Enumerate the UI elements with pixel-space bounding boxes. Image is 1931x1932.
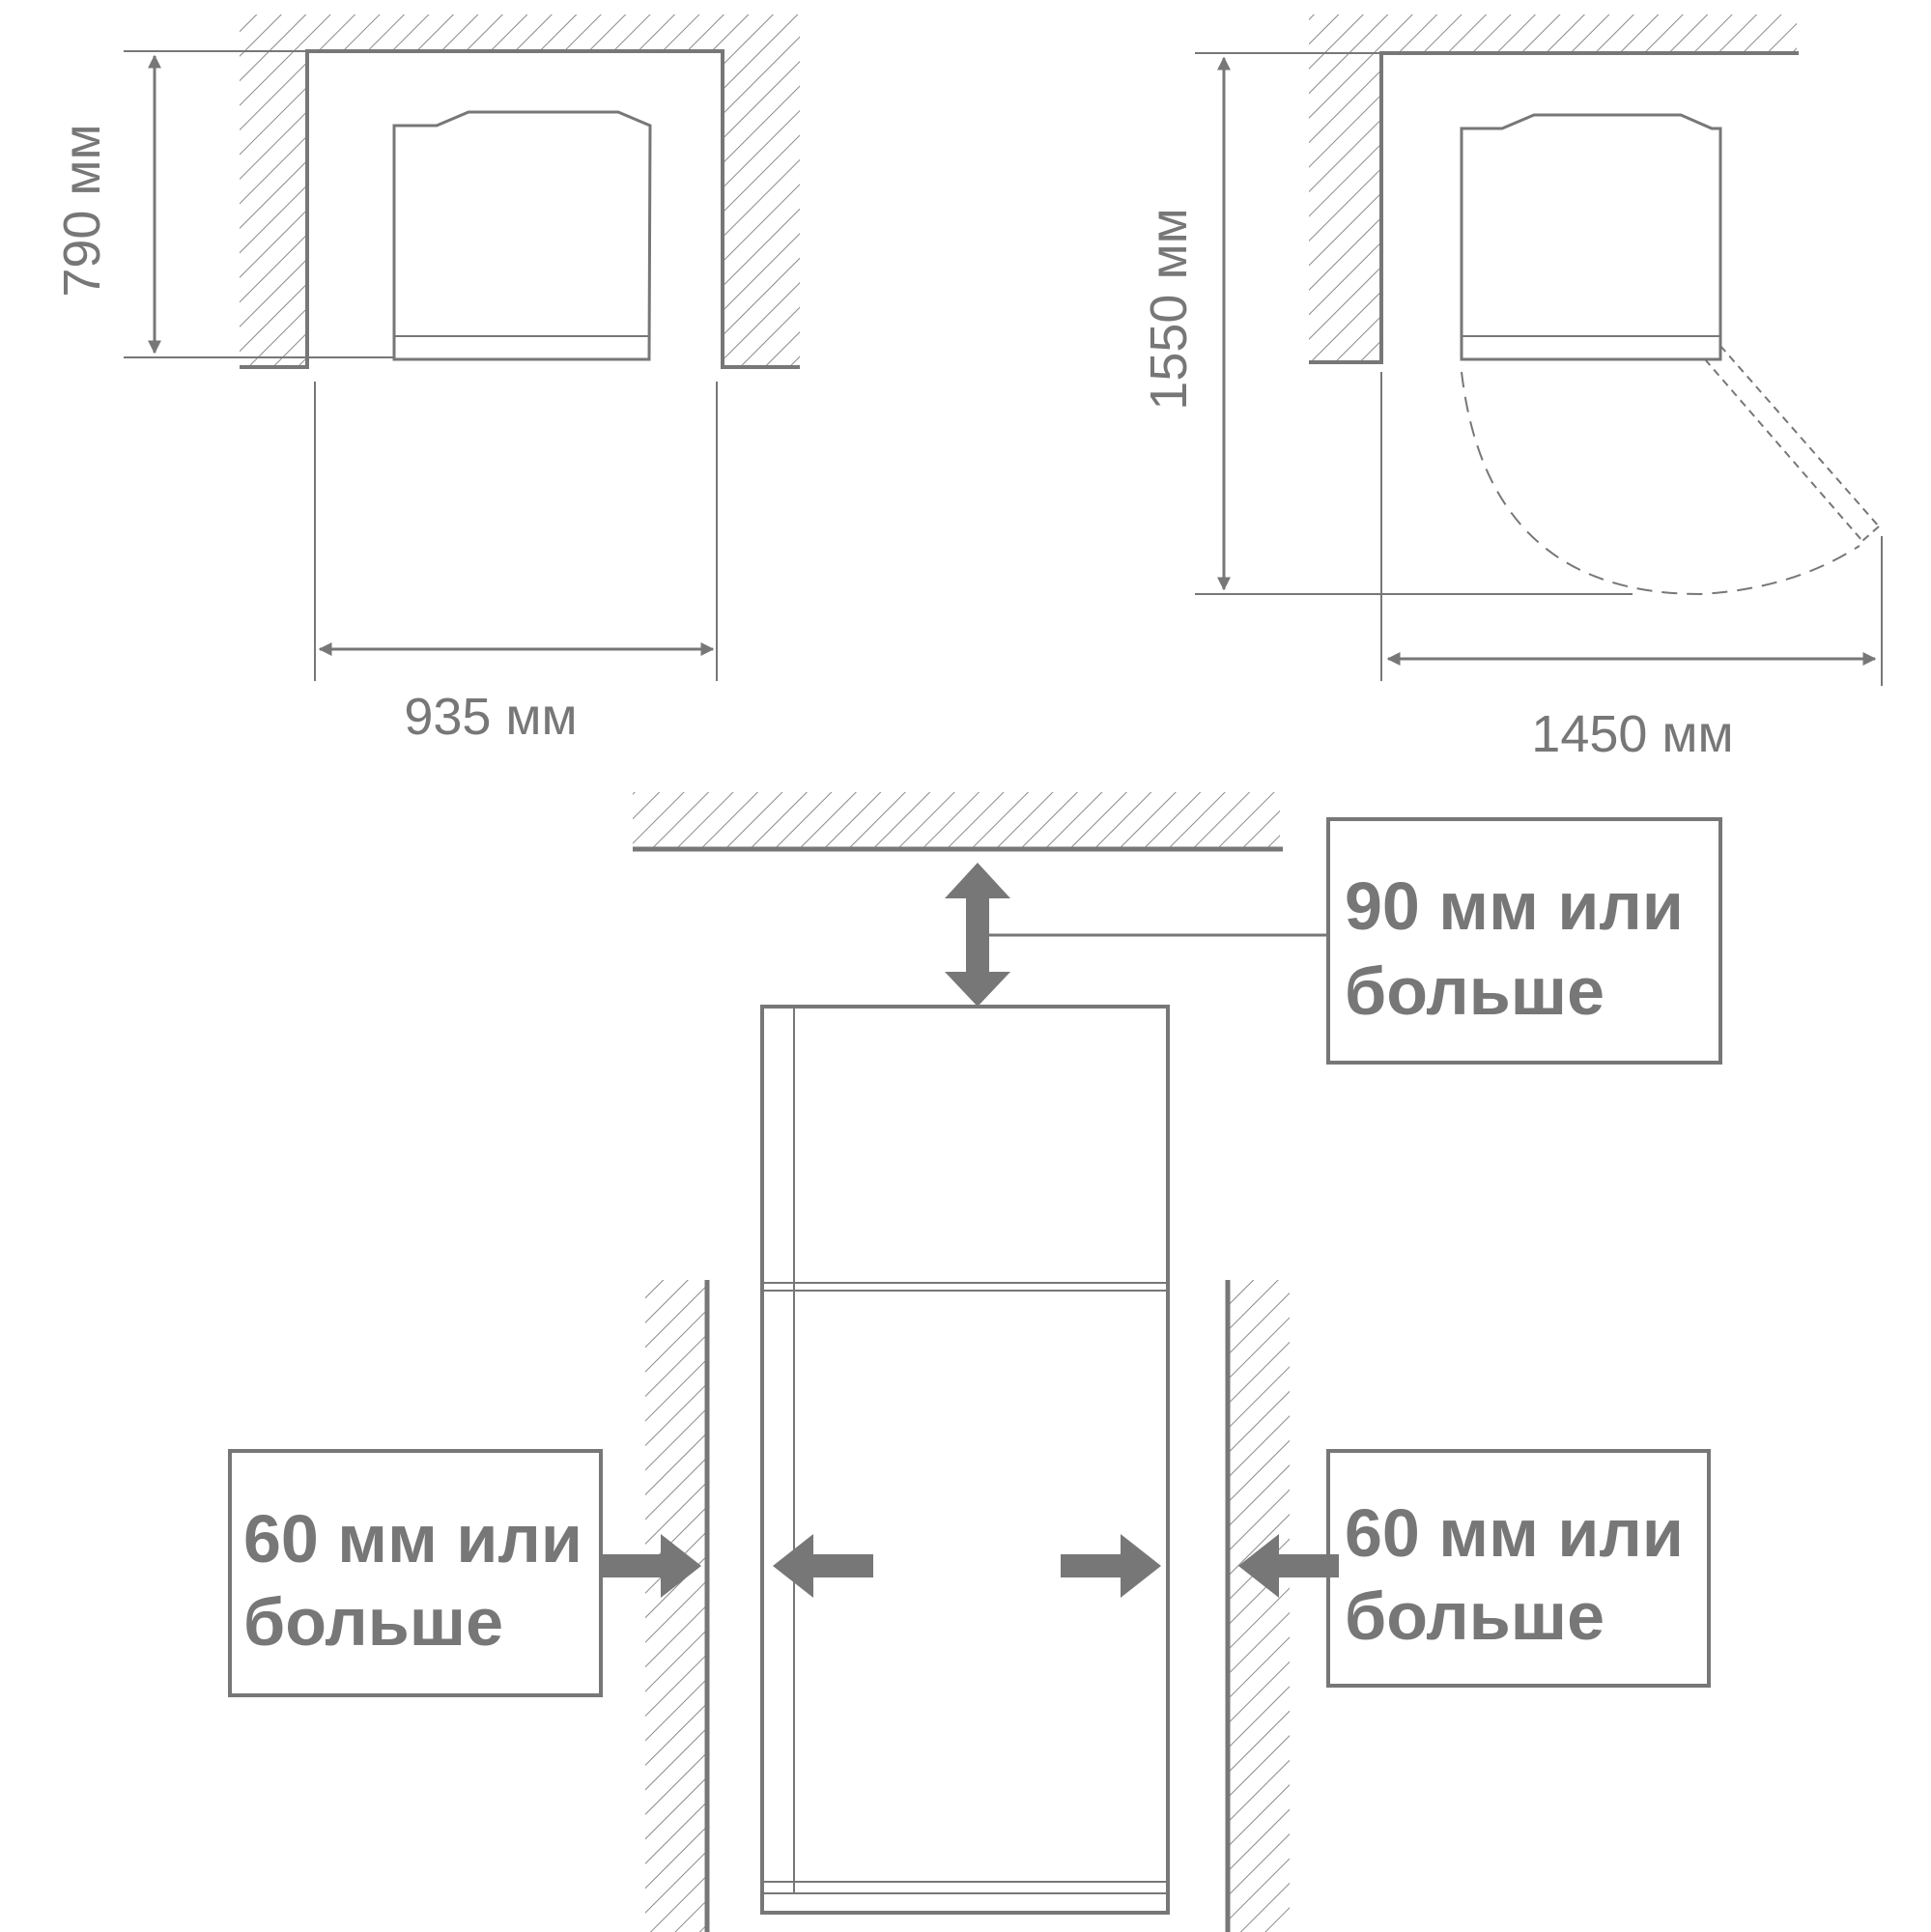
depth-label: 790 мм	[53, 124, 111, 297]
width-label: 935 мм	[404, 688, 577, 746]
left-clearance-arrows	[601, 1534, 873, 1598]
right-wall	[1225, 1280, 1290, 1932]
door-swing-arc	[1461, 371, 1860, 596]
wall-hatching-left	[240, 14, 800, 367]
top-view-door-open: 1550 мм 1450 мм	[1140, 14, 1883, 763]
door-depth-label: 1550 мм	[1140, 208, 1198, 410]
top-clearance-line2: больше	[1345, 953, 1604, 1029]
top-view-width-depth: 790 мм 935 мм	[53, 14, 800, 746]
top-clearance-arrow	[945, 863, 1328, 1007]
top-clearance-label: 90 мм или больше	[1326, 817, 1722, 1065]
width-dimension	[314, 382, 718, 681]
right-clearance-label: 60 мм или больше	[1326, 1449, 1711, 1688]
fridge-top-outline	[392, 110, 652, 361]
top-clearance-line1: 90 мм или	[1345, 868, 1684, 944]
depth-dimension	[124, 50, 394, 358]
right-clearance-line1: 60 мм или	[1345, 1495, 1684, 1571]
left-clearance-line1: 60 мм или	[243, 1501, 582, 1577]
right-clearance-arrows	[1061, 1534, 1339, 1598]
left-clearance-line2: больше	[243, 1584, 503, 1660]
front-view-clearances: 90 мм или больше 60 мм или больше 60 мм …	[228, 792, 1722, 1932]
left-wall	[645, 1280, 710, 1932]
wall-hatching-right	[1309, 14, 1797, 362]
door-width-label: 1450 мм	[1531, 705, 1733, 763]
door-depth-dimension	[1195, 52, 1633, 595]
fridge-front	[760, 1005, 1170, 1915]
left-clearance-label: 60 мм или больше	[228, 1449, 603, 1697]
right-clearance-line2: больше	[1345, 1578, 1604, 1654]
door-width-dimension	[1380, 372, 1883, 686]
fridge-top-outline-2	[1460, 113, 1722, 361]
wall-outline	[1309, 51, 1799, 364]
ceiling	[633, 792, 1283, 852]
niche-outline	[240, 49, 800, 369]
open-door-outline	[1704, 345, 1880, 542]
